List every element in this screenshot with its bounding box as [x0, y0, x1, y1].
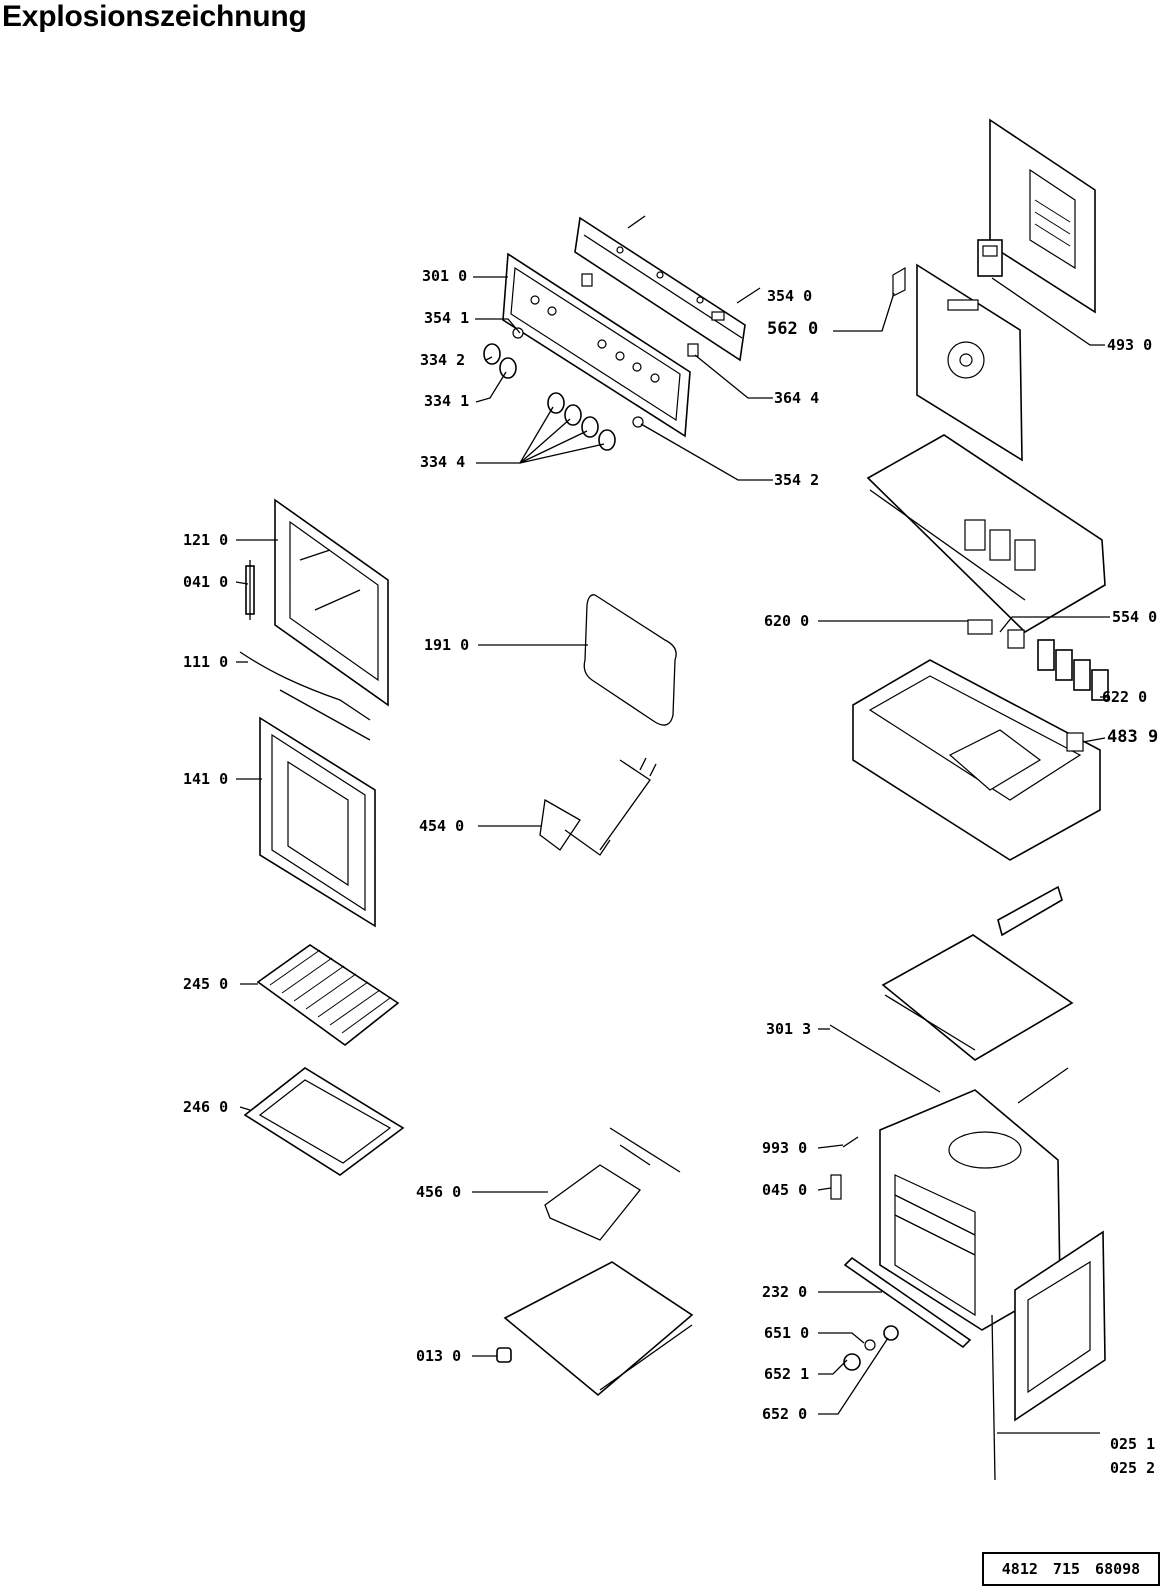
control-knobs-small	[843, 1325, 899, 1371]
callout-620-0: 620 0	[764, 612, 810, 630]
door-inner-frame	[274, 498, 389, 707]
back-wall-with-fan	[892, 263, 1023, 462]
lower-bracket	[843, 1256, 972, 1349]
door-handle	[239, 651, 371, 741]
callout-013-0: 013 0	[416, 1347, 462, 1365]
callout-554-0: 554 0	[1112, 608, 1158, 626]
callout-191-0: 191 0	[424, 636, 470, 654]
callout-354-1: 354 1	[424, 309, 470, 327]
switches	[967, 619, 1109, 752]
callout-111-0: 111 0	[183, 653, 229, 671]
baking-tray	[243, 1067, 405, 1176]
callout-493-0: 493 0	[1107, 336, 1153, 354]
callout-246-0: 246 0	[183, 1098, 229, 1116]
side-door-panel	[1014, 1230, 1106, 1422]
callout-354-2: 354 2	[774, 471, 820, 489]
rear-cover-panel	[989, 118, 1096, 314]
callout-245-0: 245 0	[183, 975, 229, 993]
callout-121-0: 121 0	[183, 531, 229, 549]
callout-622-0: 622 0	[1102, 688, 1148, 706]
callout-334-2: 334 2	[420, 351, 466, 369]
side-rail	[829, 1024, 1069, 1104]
callout-334-4: 334 4	[420, 453, 466, 471]
fan-motor	[977, 239, 1003, 277]
callout-993-0: 993 0	[762, 1139, 808, 1157]
callout-301-3: 301 3	[766, 1020, 812, 1038]
door-seal	[583, 594, 677, 726]
cavity-top-panel	[881, 934, 1074, 1061]
foot	[496, 1347, 512, 1363]
callout-483-9: 483 9	[1107, 727, 1159, 747]
door-hinge	[245, 560, 255, 620]
callout-301-0: 301 0	[422, 267, 468, 285]
page-title: Explosionszeichnung	[2, 0, 307, 33]
callout-652-0: 652 0	[762, 1405, 808, 1423]
document-number-box: 4812 715 68098	[982, 1552, 1160, 1586]
control-panel-back-part	[574, 215, 746, 362]
callout-454-0: 454 0	[419, 817, 465, 835]
callout-041-0: 041 0	[183, 573, 229, 591]
door-outer-glass	[259, 716, 376, 928]
rail-strip	[997, 885, 1063, 937]
callout-354-0: 354 0	[767, 287, 813, 305]
screw-and-lamp	[830, 1136, 859, 1200]
callout-232-0: 232 0	[762, 1283, 808, 1301]
callout-334-1: 334 1	[424, 392, 470, 410]
callout-562-0: 562 0	[767, 319, 819, 339]
callout-141-0: 141 0	[183, 770, 229, 788]
wire-shelf	[256, 944, 400, 1047]
callout-025-1: 025 1	[1110, 1435, 1156, 1453]
hinge-rod	[991, 1314, 996, 1481]
leader-lines	[235, 276, 1110, 1434]
callout-651-0: 651 0	[764, 1324, 810, 1342]
top-cover	[866, 434, 1106, 634]
callout-364-4: 364 4	[774, 389, 820, 407]
control-panel-fascia	[502, 252, 691, 438]
callout-025-2: 025 2	[1110, 1459, 1156, 1477]
bottom-heating-element	[544, 1127, 681, 1241]
callout-045-0: 045 0	[762, 1181, 808, 1199]
top-heating-element	[539, 757, 657, 856]
switch-housing	[852, 659, 1101, 861]
callout-456-0: 456 0	[416, 1183, 462, 1201]
callout-652-1: 652 1	[764, 1365, 810, 1383]
bottom-plate	[503, 1261, 694, 1397]
